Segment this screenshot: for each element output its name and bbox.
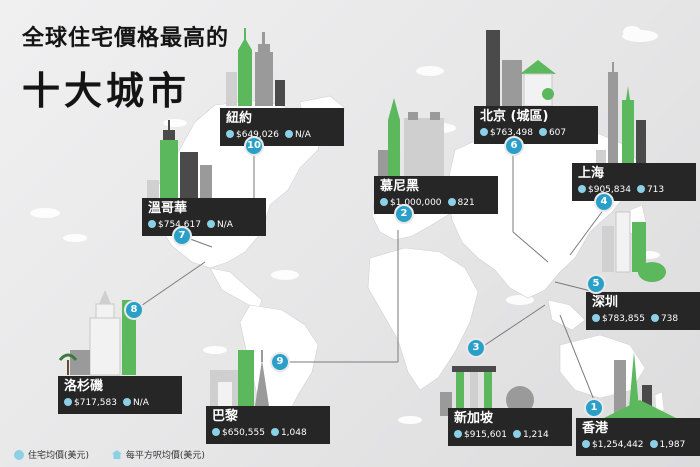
city-card-vancouver: 溫哥華 $754,617 N/A: [142, 198, 266, 236]
coin-icon: [578, 185, 586, 193]
price-per-sqft: 607: [548, 128, 567, 138]
avg-price: $650,555: [222, 428, 265, 438]
coin-icon: [64, 398, 72, 406]
coin-icon: [148, 220, 156, 228]
rank-badge-singapore: 3: [466, 338, 486, 358]
city-name: 深圳: [592, 295, 619, 310]
city-name: 新加坡: [454, 411, 494, 426]
coin-icon: [380, 198, 388, 206]
city-card-munich: 慕尼黑 $1,000,000 821: [374, 176, 498, 214]
city-name: 慕尼黑: [380, 179, 420, 194]
price-per-sqft: 1,214: [522, 430, 549, 440]
city-name: 香港: [582, 421, 609, 436]
city-name: 北京 (城區): [480, 109, 549, 124]
legend: 住宅均價(美元) 每平方呎均價(美元): [14, 448, 225, 461]
shenzhen-skyline-illustration: [602, 211, 666, 282]
avg-price: $1,000,000: [390, 198, 442, 208]
city-card-losangeles: 洛杉磯 $717,583 N/A: [58, 376, 182, 414]
city-card-singapore: 新加坡 $915,601 1,214: [448, 408, 572, 446]
house-icon: [649, 440, 658, 448]
coin-icon: [454, 430, 462, 438]
house-icon: [512, 430, 521, 438]
house-icon: [650, 314, 659, 322]
losangeles-cityhall-illustration: [58, 290, 136, 376]
connector-singapore: [484, 304, 546, 346]
rank-badge-hongkong: 1: [584, 398, 604, 418]
city-name: 巴黎: [212, 409, 239, 424]
rank-badge-beijing: 6: [504, 136, 524, 156]
house-icon: [636, 185, 645, 193]
avg-price: $905,834: [588, 185, 631, 195]
price-per-sqft: N/A: [216, 220, 233, 230]
coin-icon: [592, 314, 600, 322]
house-icon: [122, 398, 131, 406]
vancouver-skyline-illustration: [147, 120, 212, 202]
city-name: 溫哥華: [148, 201, 188, 216]
avg-price: $754,617: [158, 220, 201, 230]
rank-badge-losangeles: 8: [124, 300, 144, 320]
price-per-sqft: 1,048: [280, 428, 307, 438]
avg-price: $717,583: [74, 398, 117, 408]
city-card-newyork: 紐約 $649,026 N/A: [220, 108, 344, 146]
legend-per-sqft: 每平方呎均價(美元): [111, 450, 205, 461]
coin-icon: [212, 428, 220, 436]
house-icon: [206, 220, 215, 228]
price-per-sqft: 713: [646, 185, 665, 195]
coin-icon: [582, 440, 590, 448]
connector-beijing-2: [512, 231, 549, 263]
avg-price: $649,026: [236, 130, 279, 140]
rank-badge-shenzhen: 5: [586, 274, 606, 294]
city-card-paris: 巴黎 $650,555 1,048: [206, 406, 330, 444]
munich-landmarks-illustration: [378, 98, 444, 176]
house-icon: [447, 198, 456, 206]
price-per-sqft: 738: [660, 314, 679, 324]
rank-badge-shanghai: 4: [594, 192, 614, 212]
legend-per-sqft-label: 每平方呎均價(美元): [125, 451, 205, 461]
house-icon: [111, 450, 122, 459]
legend-avg-price-label: 住宅均價(美元): [28, 451, 90, 461]
connector-shanghai: [569, 208, 605, 256]
price-per-sqft: N/A: [294, 130, 311, 140]
coin-icon: [14, 450, 24, 460]
paris-landmarks-illustration: [210, 350, 269, 406]
price-per-sqft: 821: [457, 198, 475, 208]
city-name: 上海: [578, 166, 605, 181]
city-card-hongkong: 香港 $1,254,442 1,987: [576, 418, 700, 456]
avg-price: $783,855: [602, 314, 645, 324]
price-per-sqft: 1,987: [659, 440, 686, 450]
beijing-landmarks-illustration: [486, 30, 556, 107]
house-icon: [284, 130, 293, 138]
page-title-line2: 十大城市: [22, 69, 191, 113]
house-icon: [538, 128, 547, 136]
rank-badge-newyork: 10: [244, 136, 264, 156]
house-icon: [270, 428, 279, 436]
avg-price: $763,498: [490, 128, 533, 138]
avg-price: $1,254,442: [592, 440, 644, 450]
page-title-line1: 全球住宅價格最高的: [22, 26, 230, 51]
rank-badge-munich: 2: [394, 204, 414, 224]
legend-avg-price: 住宅均價(美元): [14, 450, 90, 461]
city-card-shenzhen: 深圳 $783,855 738: [586, 292, 700, 330]
newyork-skyline-illustration: [226, 28, 285, 106]
rank-badge-vancouver: 7: [172, 226, 192, 246]
city-name: 紐約: [226, 111, 253, 126]
rank-badge-paris: 9: [270, 352, 290, 372]
city-card-beijing: 北京 (城區) $763,498 607: [474, 106, 598, 144]
hongkong-skyline-illustration: [600, 352, 680, 420]
city-name: 洛杉磯: [64, 379, 104, 394]
coin-icon: [480, 128, 488, 136]
city-card-shanghai: 上海 $905,834 713: [572, 163, 696, 201]
connector-hongkong: [559, 314, 595, 401]
coin-icon: [226, 130, 234, 138]
connector-la: [134, 261, 206, 311]
avg-price: $915,601: [464, 430, 507, 440]
price-per-sqft: N/A: [132, 398, 149, 408]
